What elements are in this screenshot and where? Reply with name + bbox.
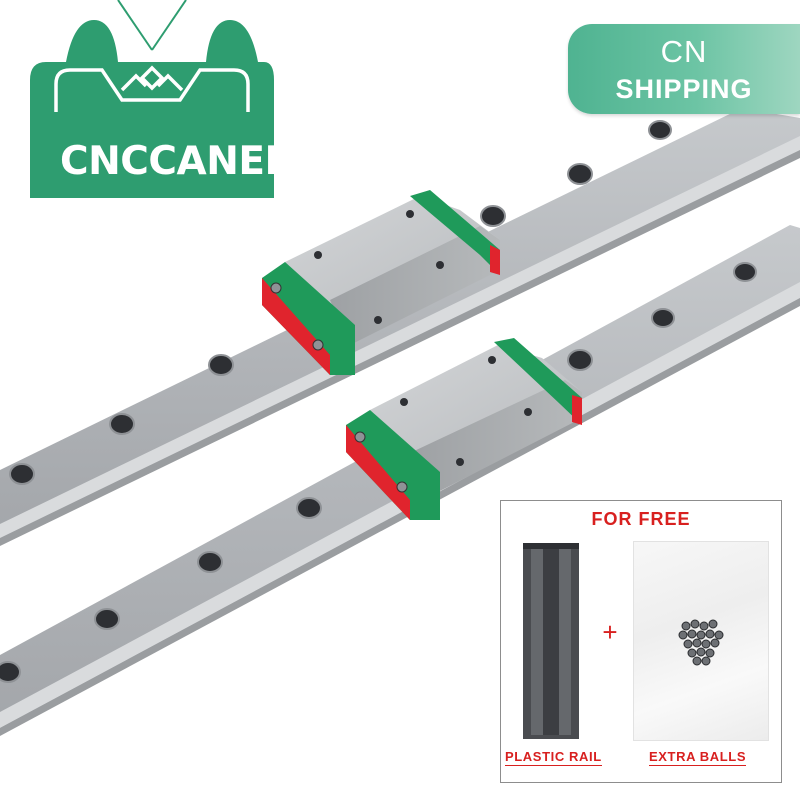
shipping-badge: CN SHIPPING (568, 24, 800, 114)
free-gifts-panel: FOR FREE + PLASTIC RAIL EXTRA BALLS (500, 500, 782, 783)
steel-balls-icon (678, 619, 724, 666)
free-gifts-title: FOR FREE (591, 509, 691, 529)
upper-carriage-block (262, 190, 500, 375)
extra-balls-bag (633, 541, 769, 741)
plastic-rail-icon (523, 543, 579, 739)
upper-rail (0, 108, 800, 546)
extra-balls-label: EXTRA BALLS (649, 749, 747, 766)
plus-sign: + (602, 617, 618, 647)
shipping-origin: CN (660, 34, 708, 69)
lower-carriage-block (346, 338, 582, 520)
brand-logo-emblem (30, 0, 274, 198)
brand-name: CNCCANEN (60, 139, 297, 184)
plastic-rail-label: PLASTIC RAIL (505, 749, 602, 766)
brand-logo: CNCCANEN (22, 0, 297, 205)
shipping-label: SHIPPING (615, 74, 753, 104)
